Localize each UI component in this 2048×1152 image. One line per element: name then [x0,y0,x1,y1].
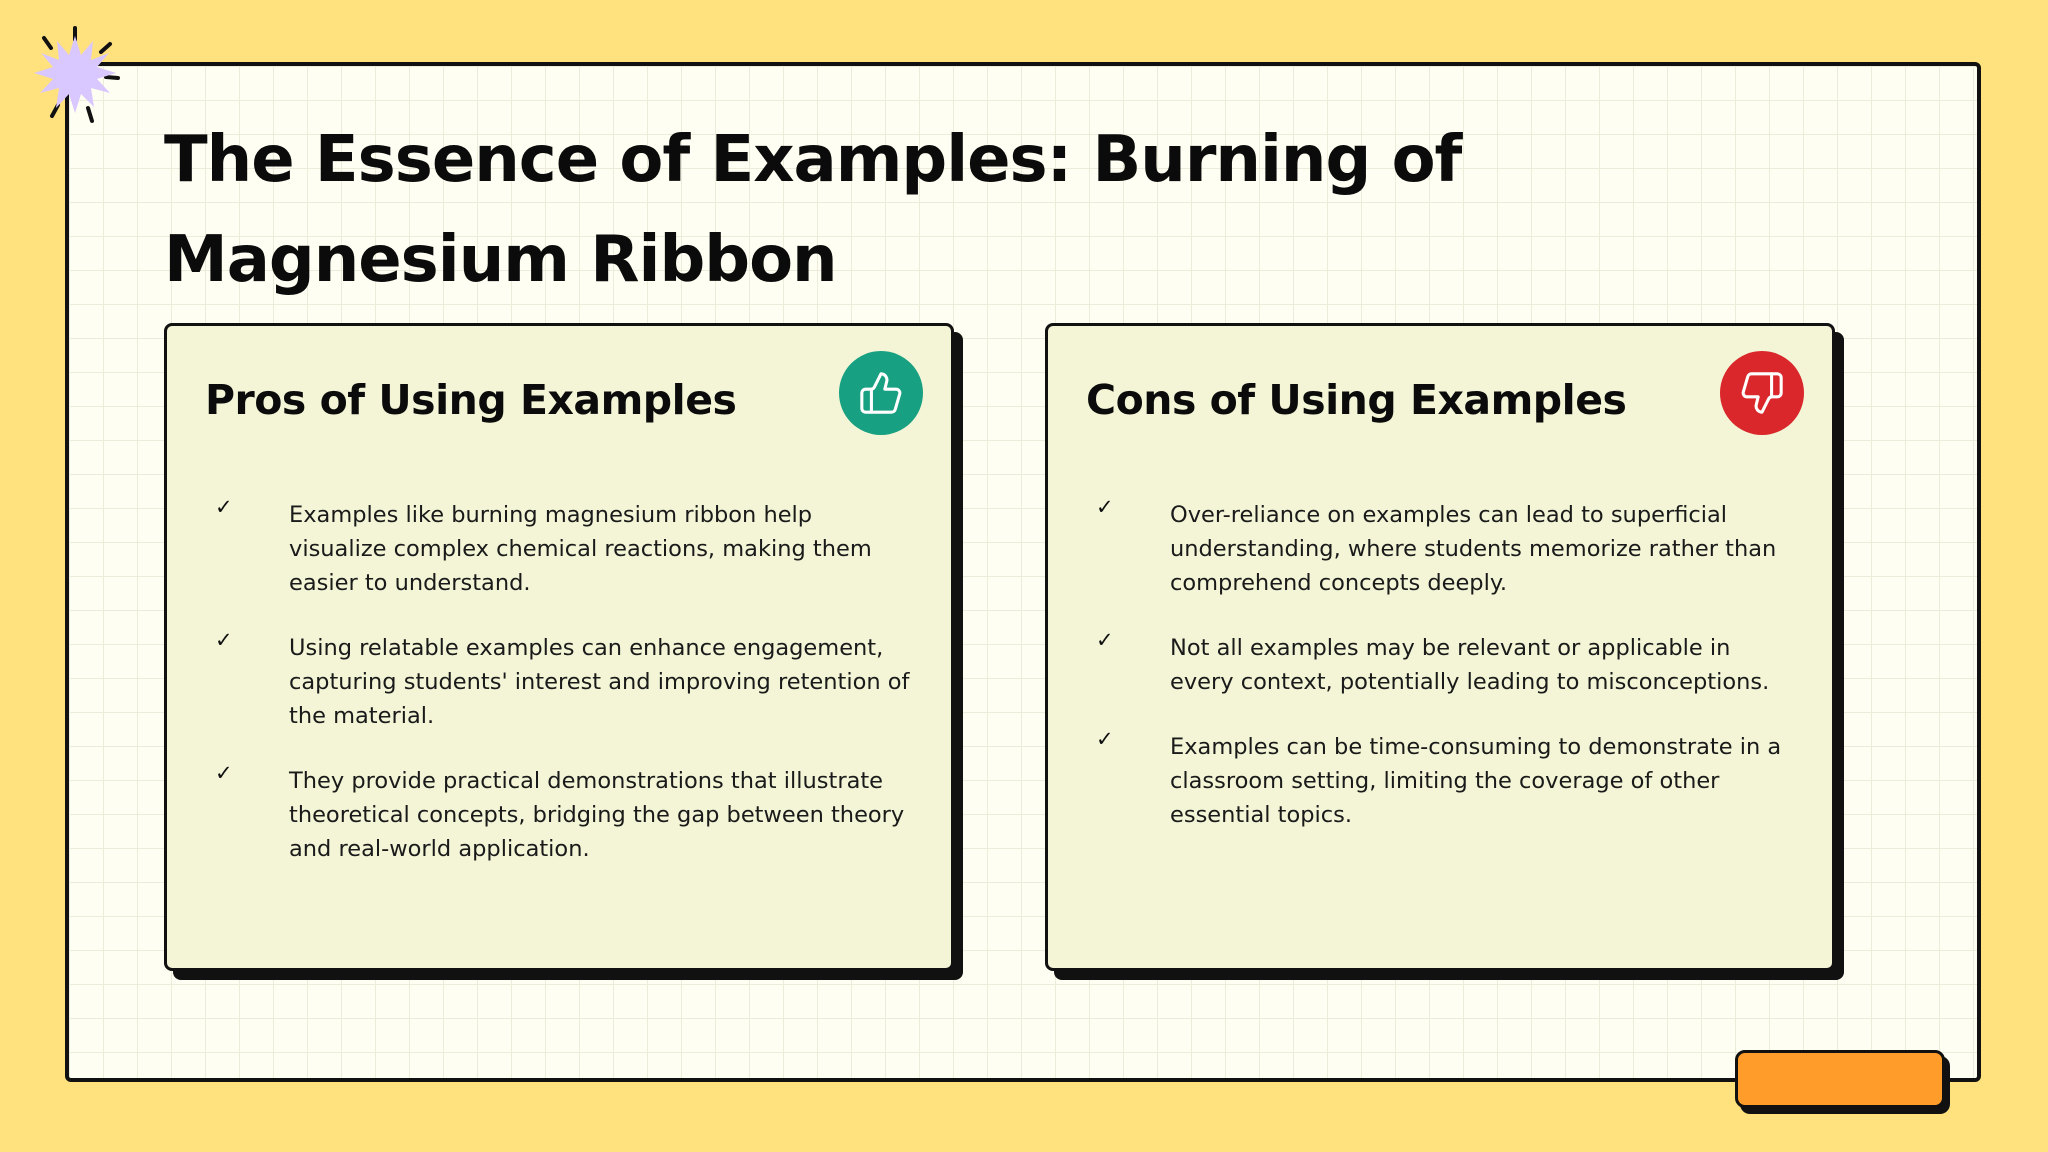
list-item-text: Over-reliance on examples can lead to su… [1170,502,1777,596]
list-item: ✓ Using relatable examples can enhance e… [205,628,915,733]
cons-card: Cons of Using Examples ✓ Over-reliance o… [1045,323,1835,971]
list-item: ✓ Not all examples may be relevant or ap… [1086,628,1796,699]
pros-card-title: Pros of Using Examples [205,376,737,424]
cons-list: ✓ Over-reliance on examples can lead to … [1086,495,1796,863]
cons-card-title: Cons of Using Examples [1086,376,1627,424]
list-item: ✓ Examples like burning magnesium ribbon… [205,495,915,600]
checkmark-icon: ✓ [1096,495,1114,519]
checkmark-icon: ✓ [1096,727,1114,751]
page-title: The Essence of Examples: Burning of Magn… [164,123,1462,297]
checkmark-icon: ✓ [215,628,233,652]
list-item-text: Examples like burning magnesium ribbon h… [289,502,872,596]
checkmark-icon: ✓ [215,761,233,785]
list-item: ✓ Over-reliance on examples can lead to … [1086,495,1796,600]
list-item-text: Not all examples may be relevant or appl… [1170,635,1770,695]
pros-list: ✓ Examples like burning magnesium ribbon… [205,495,915,897]
orange-tab-decoration [1735,1050,1945,1108]
cons-badge [1720,351,1804,435]
list-item-text: They provide practical demonstrations th… [289,768,905,862]
thumbs-down-icon [1741,372,1783,414]
thumbs-up-icon [860,372,902,414]
pros-card: Pros of Using Examples ✓ Examples like b… [164,323,954,971]
pros-badge [839,351,923,435]
list-item: ✓ They provide practical demonstrations … [205,761,915,866]
list-item-text: Examples can be time-consuming to demons… [1170,734,1782,828]
list-item: ✓ Examples can be time-consuming to demo… [1086,727,1796,832]
checkmark-icon: ✓ [215,495,233,519]
starburst-decoration-icon [34,26,120,123]
list-item-text: Using relatable examples can enhance eng… [289,635,910,729]
checkmark-icon: ✓ [1096,628,1114,652]
